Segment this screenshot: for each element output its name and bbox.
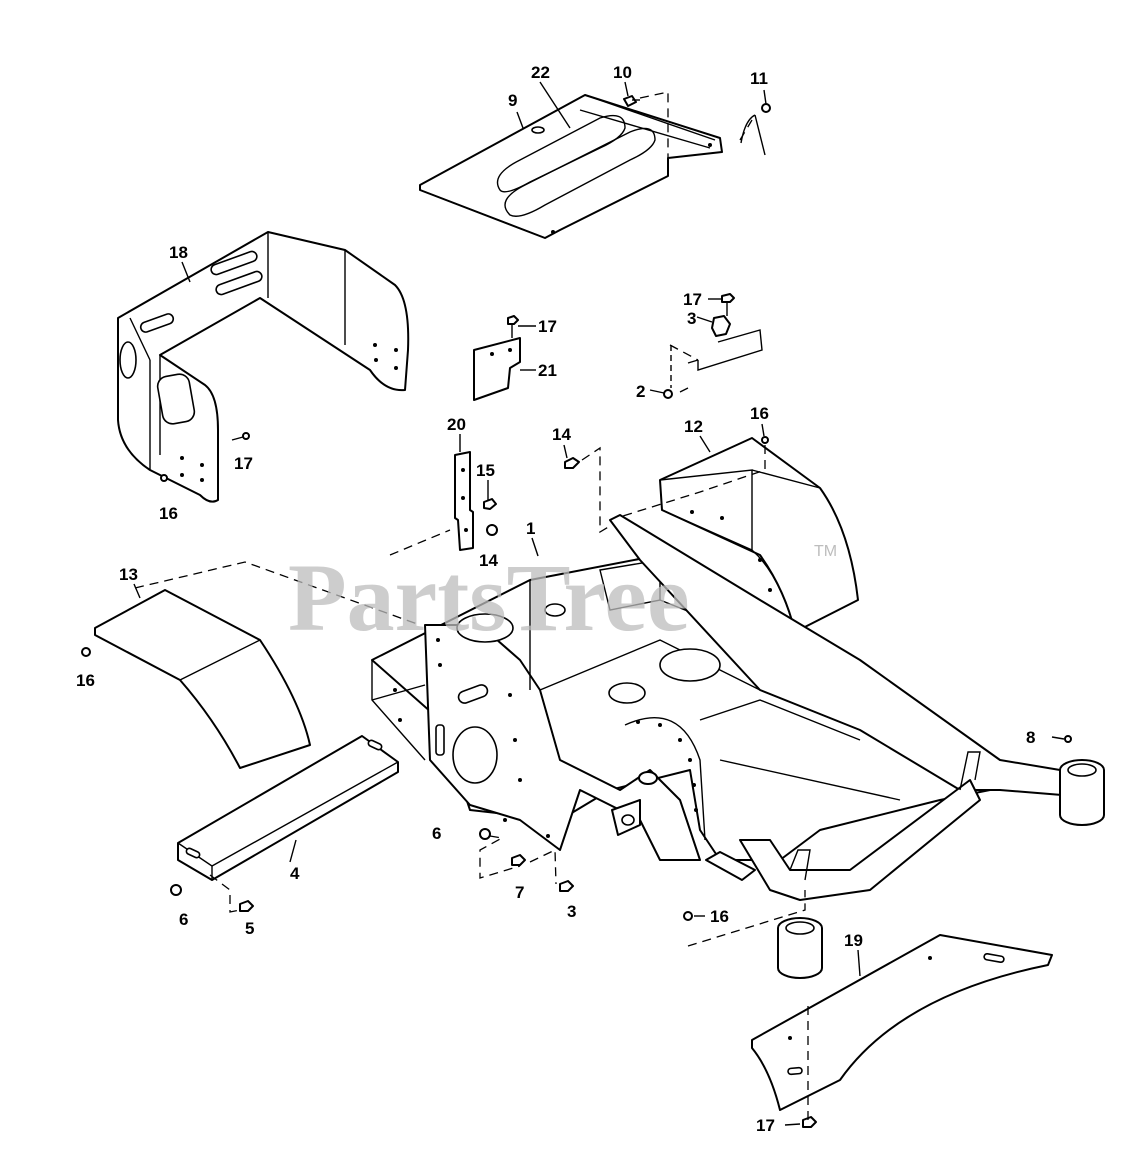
callout-20: 20 (447, 415, 466, 434)
callout-17a: 17 (683, 290, 702, 309)
callout-3a: 3 (687, 309, 696, 328)
main-frame-part-1 (371, 554, 991, 881)
callout-2: 2 (636, 382, 645, 401)
callout-10: 10 (613, 63, 632, 82)
washer-part-14b (486, 524, 498, 536)
callout-4: 4 (290, 864, 300, 883)
callout-22: 22 (531, 63, 550, 82)
callout-6a: 6 (432, 824, 441, 843)
leader-lines (133, 81, 861, 1126)
bracket-part-21 (473, 337, 521, 401)
callout-8: 8 (1026, 728, 1035, 747)
callout-16d: 16 (710, 907, 729, 926)
callout-17b: 17 (538, 317, 557, 336)
callout-16a: 16 (750, 404, 769, 423)
callout-labels: 22 9 10 11 18 17 3 17 21 2 16 12 20 14 1… (76, 63, 1035, 1135)
callout-17d: 17 (756, 1116, 775, 1135)
bracket-part-20 (454, 451, 474, 551)
callout-17c: 17 (234, 454, 253, 473)
front-arms (609, 514, 1105, 979)
callout-19: 19 (844, 931, 863, 950)
partstree-watermark: PartsTree (288, 544, 690, 651)
bolt-part-14a (564, 446, 621, 534)
shield-part-19 (751, 934, 1053, 1111)
callout-15: 15 (476, 461, 495, 480)
callout-13: 13 (119, 565, 138, 584)
plate-part-4 (177, 735, 399, 881)
callout-9: 9 (508, 91, 517, 110)
seat-support-part-18 (117, 231, 410, 503)
callout-5: 5 (245, 919, 254, 938)
callout-6b: 6 (179, 910, 188, 929)
nut-part-11 (740, 103, 771, 156)
callout-21: 21 (538, 361, 557, 380)
callout-12: 12 (684, 417, 703, 436)
callout-18: 18 (169, 243, 188, 262)
callout-16c: 16 (76, 671, 95, 690)
seat-pan-part-9 (419, 94, 723, 239)
callout-7: 7 (515, 883, 524, 902)
callout-14a: 14 (552, 425, 571, 444)
clip-assembly (663, 293, 763, 399)
callout-11: 11 (750, 69, 768, 88)
callout-1: 1 (526, 519, 535, 538)
callout-16b: 16 (159, 504, 178, 523)
screw-part-17b (507, 315, 519, 338)
callout-14b: 14 (479, 551, 498, 570)
trademark-symbol: TM (814, 543, 837, 560)
fender-part-13 (94, 589, 311, 769)
callout-3b: 3 (567, 902, 576, 921)
bolt-part-10 (623, 95, 640, 107)
bolt-part-15 (483, 498, 497, 510)
